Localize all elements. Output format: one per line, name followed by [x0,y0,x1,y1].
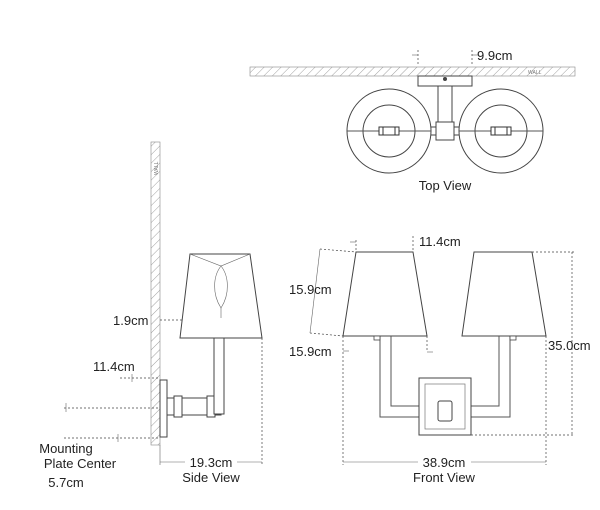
mounting-value: 5.7cm [48,475,83,490]
mounting-label-line2: Plate Center [44,456,117,471]
side-wall-tag: WALL [154,161,160,175]
side-plate-label: 11.4cm [93,359,135,374]
top-wall-hatch [249,66,576,77]
front-arm-drop-label: 15.9cm [289,344,332,359]
side-shade [179,253,263,339]
top-shade-left [346,88,432,174]
front-view: 11.4cm 15.9cm 15.9cm 35.0cm 38.9cm Front… [289,234,591,485]
top-width-label: 9.9cm [477,48,512,63]
front-overall-height-label: 35.0cm [548,338,591,353]
top-wall-tag: WALL [528,70,542,76]
front-shade-height-label: 15.9cm [289,282,332,297]
side-view: WALL 1.9cm 11.4cm Mounting Plate Center … [39,141,263,490]
front-width-label: 38.9cm [423,455,466,470]
side-view-caption: Side View [182,470,240,485]
side-wall-hatch [150,141,161,446]
top-view: WALL 9.9cm [249,48,576,193]
top-arm-stem [437,85,453,123]
front-center-knuckle [437,400,453,422]
mounting-label-line1: Mounting [39,441,92,456]
top-shade-right [458,88,544,174]
side-offset-label: 1.9cm [113,313,148,328]
front-view-caption: Front View [413,470,476,485]
top-view-caption: Top View [419,178,472,193]
front-shade-left [342,251,428,337]
front-shade-right [461,251,547,337]
side-backplate [159,379,168,438]
side-depth-label: 19.3cm [190,455,233,470]
front-shade-top-label: 11.4cm [419,234,461,249]
